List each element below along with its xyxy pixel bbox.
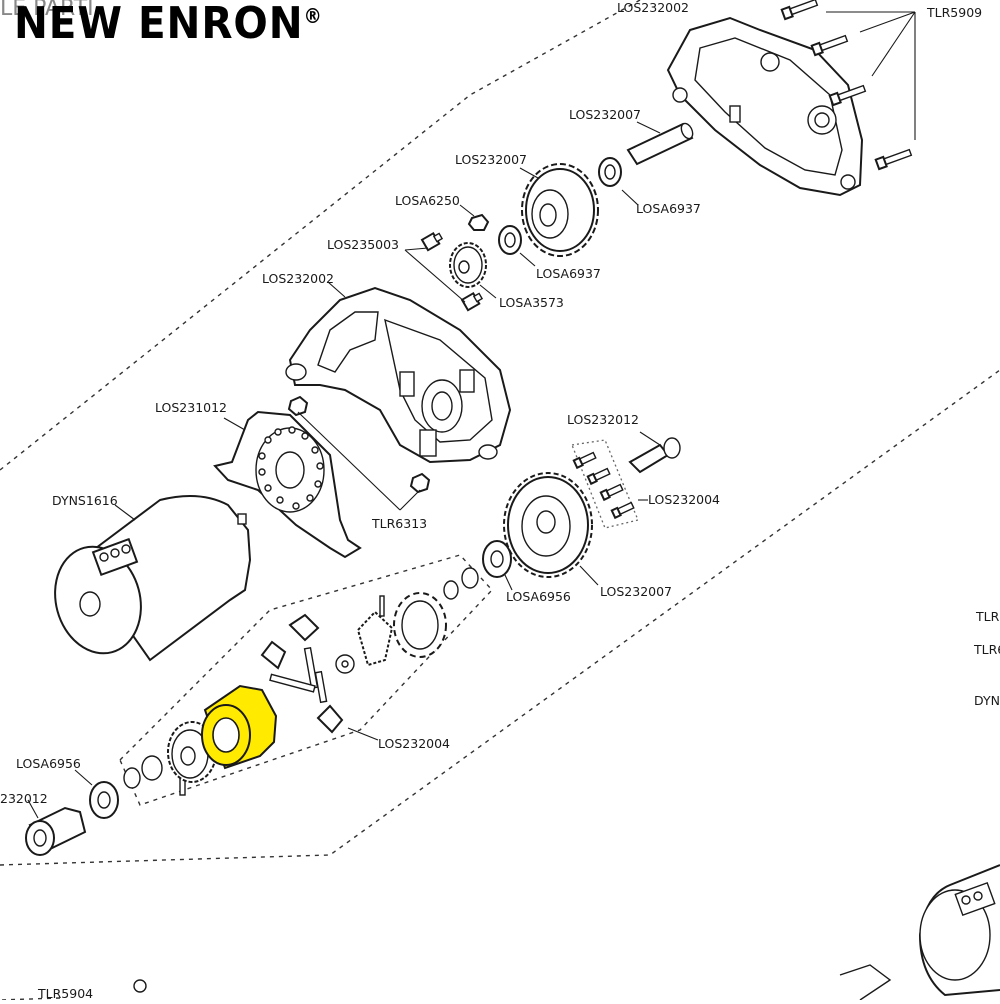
bearing-lower — [498, 225, 536, 267]
label-losa3573: LOSA3573 — [499, 295, 564, 310]
label-los232007-pin: LOS232007 — [569, 107, 641, 122]
label-los232007-spur: LOS232007 — [600, 584, 672, 599]
partial-motor-lower-right — [918, 864, 1000, 997]
screws-los232004 — [572, 451, 648, 520]
label-losa6956-mid: LOSA6956 — [506, 589, 571, 604]
label-bottom-partial: TLR5904 — [37, 986, 93, 1000]
registered-mark: ® — [303, 4, 323, 28]
bearing-left — [74, 769, 119, 819]
pinion-gear — [449, 242, 497, 299]
brand-name: NEW ENRON — [14, 0, 304, 49]
label-losa6956-left: LOSA6956 — [16, 756, 81, 771]
output-shaft-right — [628, 431, 681, 474]
motor-plate — [213, 410, 362, 559]
label-los232012-left: 232012 — [0, 791, 48, 806]
dashed-boundary-upper — [0, 0, 641, 471]
differential-parts — [123, 567, 479, 796]
label-los231012: LOS231012 — [155, 400, 227, 415]
bearing-upper — [598, 157, 639, 206]
brand-watermark: NEW ENRON® — [14, 2, 323, 46]
gearbox-cover-top — [666, 16, 864, 197]
label-los232002-mid: LOS232002 — [262, 271, 334, 286]
label-edge-tlr-b: TLR6 — [973, 642, 1000, 657]
label-losa6937-b: LOSA6937 — [536, 266, 601, 281]
nuts-tlr6313 — [287, 395, 431, 511]
partial-part-bottom — [839, 964, 892, 1001]
label-losa6250: LOSA6250 — [395, 193, 460, 208]
spur-gear — [503, 472, 599, 586]
label-edge-dyn: DYN — [974, 693, 1000, 708]
label-los232007-gear: LOS232007 — [455, 152, 527, 167]
idler-pin — [626, 121, 694, 166]
label-los232004-right: LOS232004 — [648, 492, 720, 507]
nut-losa6250 — [459, 204, 490, 231]
idler-gear — [519, 163, 599, 257]
page-header-partial: LE PARTI — [0, 0, 94, 21]
label-tlr5909: TLR5909 — [926, 5, 982, 20]
label-losa6937-a: LOSA6937 — [636, 201, 701, 216]
screw-set-tlr5909 — [780, 0, 916, 171]
motor-dyns1616 — [54, 495, 252, 662]
bottom-circle-mark — [133, 979, 147, 993]
label-tlr6313: TLR6313 — [371, 516, 427, 531]
output-cup-left — [25, 799, 87, 856]
diff-group-boundary — [119, 554, 493, 806]
label-edge-tlr-a: TLR5 — [975, 609, 1000, 624]
dashed-boundary-lower — [0, 369, 1000, 1001]
label-los232002-top: LOS232002 — [617, 0, 689, 15]
gearbox-housing-mid — [285, 281, 512, 464]
label-los235003: LOS235003 — [327, 237, 399, 252]
label-dyns1616: DYNS1616 — [52, 493, 118, 508]
bearing-mid — [482, 540, 513, 591]
motor-plate-holes — [258, 426, 324, 510]
screws-los235003 — [404, 231, 484, 312]
label-los232012-right: LOS232012 — [567, 412, 639, 427]
label-los232004-diff: LOS232004 — [378, 736, 450, 751]
highlighted-diff-cup — [201, 684, 278, 770]
